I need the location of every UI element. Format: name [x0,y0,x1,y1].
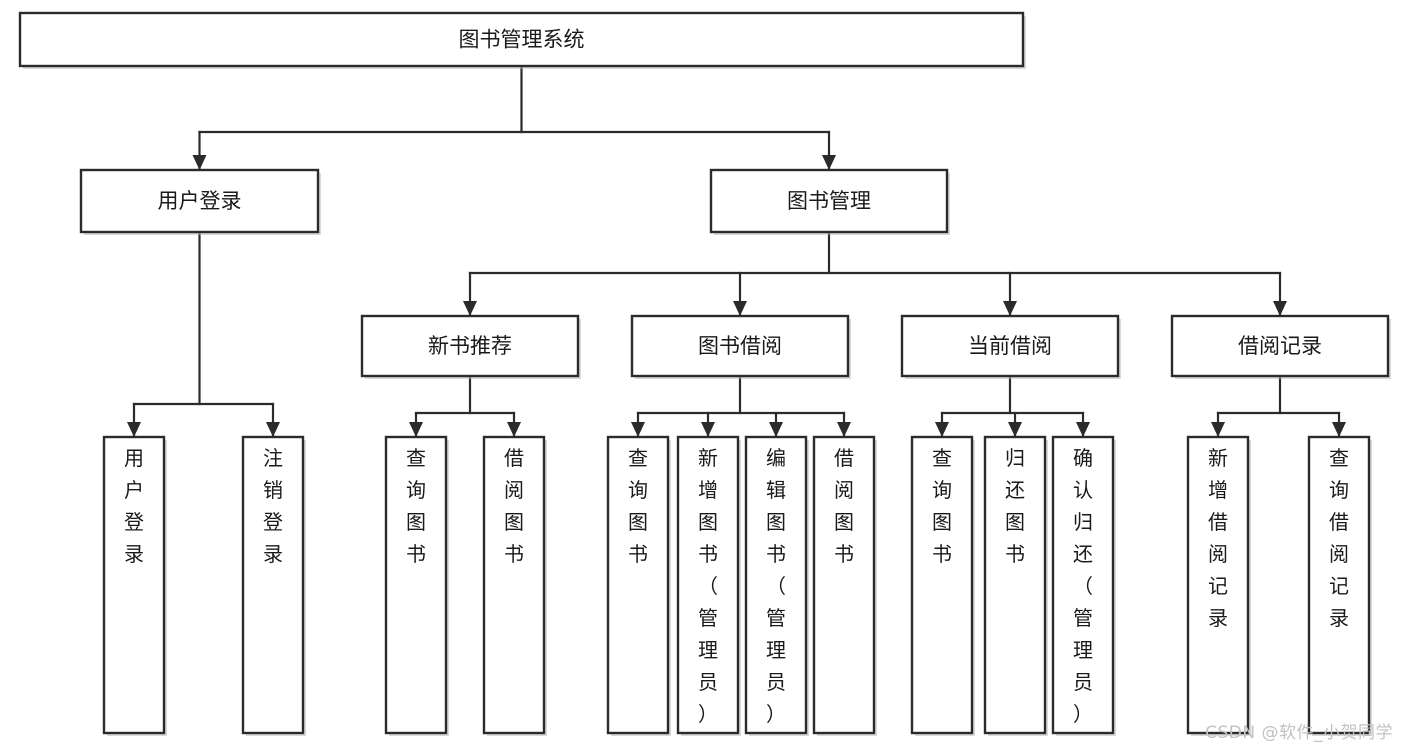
arrow-head-icon [1273,301,1287,316]
arrow-head-icon [1332,422,1346,437]
arrow-head-icon [192,155,207,170]
node-leaf-borrow-book-1[interactable]: 借阅图书 [482,435,547,736]
node-leaf-query-book-1[interactable]: 查询图书 [384,435,449,736]
node-label: 新增图书（管理员） [698,446,718,726]
node-label: 归还图书 [1005,446,1025,566]
arrow-head-icon [1211,422,1225,437]
edge-group-user-login [127,230,280,439]
node-label: 查询图书 [628,446,648,566]
arrow-head-icon [1076,422,1090,437]
node-label: 查询图书 [406,446,426,566]
node-label: 借阅图书 [504,446,524,566]
node-label: 图书管理系统 [459,28,585,52]
edge-group-book-manage [463,230,1287,318]
node-leaf-confirm-return[interactable]: 确认归还（管理员） [1051,435,1116,736]
arrow-head-icon [733,301,747,316]
arrow-head-icon [837,422,851,437]
edge-group-borrow-record [1211,374,1346,439]
node-user-login[interactable]: 用户登录 [79,168,321,235]
edge-group-book-borrow [631,374,851,439]
arrow-head-icon [409,422,423,437]
node-leaf-query-record[interactable]: 查询借阅记录 [1307,435,1372,736]
node-label: 当前借阅 [968,334,1052,358]
edge-group-root [192,64,836,172]
node-leaf-add-record[interactable]: 新增借阅记录 [1186,435,1251,736]
node-leaf-user-login[interactable]: 用户登录 [102,435,167,736]
node-label: 查询图书 [932,446,952,566]
arrow-head-icon [127,422,141,437]
arrow-head-icon [935,422,949,437]
node-leaf-borrow-book-2[interactable]: 借阅图书 [812,435,877,736]
node-label: 编辑图书（管理员） [766,446,786,726]
node-label: 图书管理 [787,189,871,213]
node-leaf-add-book[interactable]: 新增图书（管理员） [676,435,741,736]
node-label: 用户登录 [124,446,144,566]
edge-group-new-book-rec [409,374,521,439]
arrow-head-icon [507,422,521,437]
arrow-head-icon [1003,301,1017,316]
node-label: 确认归还（管理员） [1073,446,1093,726]
node-label: 借阅图书 [834,446,854,566]
node-leaf-query-book-3[interactable]: 查询图书 [910,435,975,736]
edges-layer [127,64,1346,439]
node-label: 图书借阅 [698,334,782,358]
node-leaf-return-book[interactable]: 归还图书 [983,435,1048,736]
arrow-head-icon [266,422,280,437]
node-book-manage[interactable]: 图书管理 [709,168,950,235]
node-root[interactable]: 图书管理系统 [18,11,1026,69]
node-label: 借阅记录 [1238,334,1322,358]
node-label: 新书推荐 [428,334,512,358]
node-leaf-logout[interactable]: 注销登录 [241,435,306,736]
edge-group-current-borrow [935,374,1090,439]
node-borrow-record[interactable]: 借阅记录 [1170,314,1391,379]
arrow-head-icon [1008,422,1022,437]
node-leaf-query-book-2[interactable]: 查询图书 [606,435,671,736]
node-label: 注销登录 [263,446,283,566]
node-label: 新增借阅记录 [1208,446,1228,630]
arrow-head-icon [701,422,715,437]
arrow-head-icon [463,301,477,316]
node-label: 用户登录 [158,189,242,213]
node-new-book-rec[interactable]: 新书推荐 [360,314,581,379]
arrow-head-icon [769,422,783,437]
node-current-borrow[interactable]: 当前借阅 [900,314,1121,379]
node-leaf-edit-book[interactable]: 编辑图书（管理员） [744,435,809,736]
node-book-borrow[interactable]: 图书借阅 [630,314,851,379]
node-label: 查询借阅记录 [1329,446,1349,630]
arrow-head-icon [631,422,645,437]
nodes-layer: 图书管理系统用户登录图书管理新书推荐图书借阅当前借阅借阅记录用户登录注销登录查询… [18,11,1391,736]
arrow-head-icon [822,155,836,170]
